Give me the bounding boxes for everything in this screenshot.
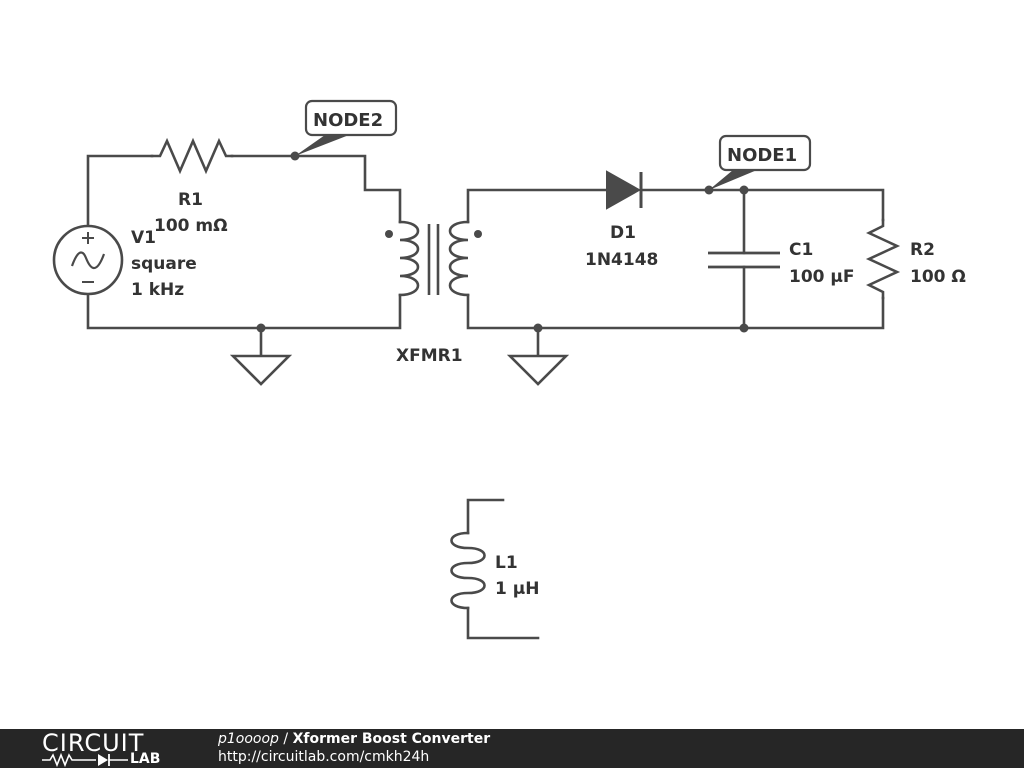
v1-name-label: V1 xyxy=(131,228,156,248)
footer-username-link[interactable]: p1oooop xyxy=(218,731,279,747)
d1-name-label: D1 xyxy=(610,223,636,243)
secondary-polarity-dot xyxy=(474,230,482,238)
schematic-canvas: R1 100 mΩ V1 square 1 kHz NODE2 XFMR1 xyxy=(52,99,966,640)
footer-title-line: p1oooop / Xformer Boost Converter xyxy=(218,730,490,748)
footer-url-link[interactable]: http://circuitlab.com/cmkh24h xyxy=(218,749,430,765)
circuitlab-logo[interactable]: CIRCUIT LAB xyxy=(42,731,182,767)
l1-inductor[interactable] xyxy=(450,498,540,640)
node1-junction-dot xyxy=(704,185,714,195)
primary-wires xyxy=(86,154,402,358)
r1-name-label: R1 xyxy=(178,190,203,210)
node2-junction-dot xyxy=(290,151,300,161)
r2-value-label: 100 Ω xyxy=(910,267,966,287)
xfmr1-name-label: XFMR1 xyxy=(396,346,463,366)
ground-symbol-primary xyxy=(229,354,293,386)
r1-value-label: 100 mΩ xyxy=(154,216,228,236)
footer-circuit-title[interactable]: Xformer Boost Converter xyxy=(292,731,491,747)
junction-dot-c1-top xyxy=(739,185,749,195)
l1-value-label: 1 µH xyxy=(495,579,539,599)
v1-type-label: square xyxy=(131,254,197,274)
v1-freq-label: 1 kHz xyxy=(131,280,184,300)
node2-label: NODE2 xyxy=(313,110,383,131)
logo-resistor-diode-icon xyxy=(42,753,128,767)
d1-diode[interactable] xyxy=(606,170,643,210)
r1-resistor[interactable] xyxy=(150,137,234,175)
xfmr1-transformer[interactable] xyxy=(385,220,482,297)
v1-voltage-source[interactable] xyxy=(52,224,124,296)
logo-text-lab: LAB xyxy=(130,751,161,767)
footer-separator: / xyxy=(278,731,293,747)
footer-bar: CIRCUIT LAB p1oooop / Xformer Boost Conv… xyxy=(0,729,1024,768)
node1-tag[interactable]: NODE1 xyxy=(709,134,812,190)
junction-dot-c1-bottom xyxy=(739,323,749,333)
c1-value-label: 100 µF xyxy=(789,267,855,287)
secondary-wires xyxy=(466,188,885,358)
r2-resistor[interactable] xyxy=(865,218,901,300)
junction-dot-primary-ground xyxy=(256,323,266,333)
node1-label: NODE1 xyxy=(727,145,797,166)
r2-name-label: R2 xyxy=(910,240,935,260)
primary-polarity-dot xyxy=(385,230,393,238)
c1-capacitor[interactable] xyxy=(708,251,780,269)
junction-dot-secondary-ground xyxy=(533,323,543,333)
ground-symbol-secondary xyxy=(506,354,570,386)
logo-text-circuit: CIRCUIT xyxy=(42,729,145,757)
c1-name-label: C1 xyxy=(789,240,813,260)
d1-part-label: 1N4148 xyxy=(585,250,658,270)
l1-name-label: L1 xyxy=(495,553,518,573)
node2-tag[interactable]: NODE2 xyxy=(295,99,398,156)
